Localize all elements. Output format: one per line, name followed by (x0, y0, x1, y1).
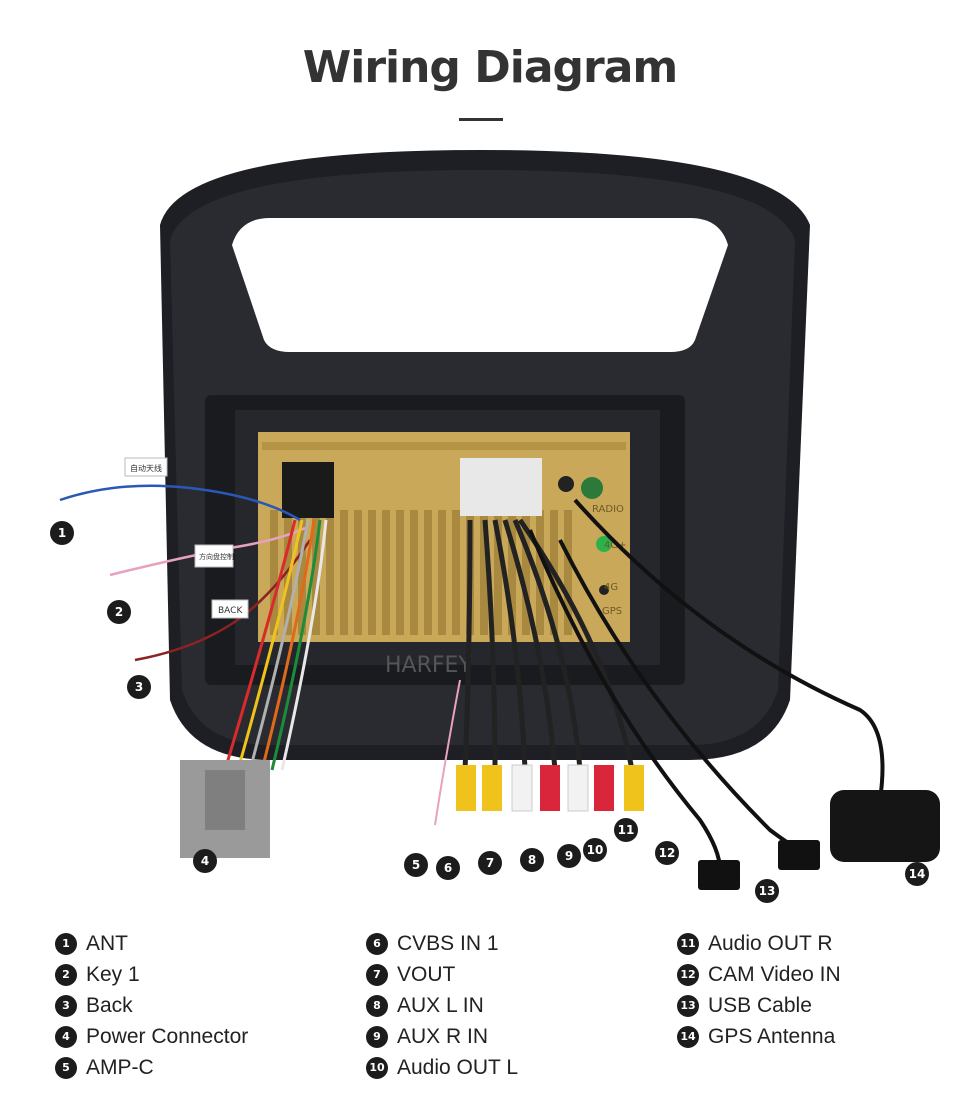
legend-label: AUX R IN (397, 1024, 489, 1048)
legend-number: 5 (55, 1056, 77, 1079)
gps-antenna (830, 790, 940, 862)
callout-12: 12 (655, 841, 679, 865)
legend-label: CVBS IN 1 (397, 931, 499, 955)
rca-cable-bundle (462, 518, 635, 771)
legend-item: 11 Audio OUT R (677, 928, 841, 959)
legend-item: 2 Key 1 (55, 959, 248, 990)
callout-14: 14 (905, 862, 929, 886)
legend-column-2: 6 CVBS IN 1 7 VOUT 8 AUX L IN 9 AUX R IN 10 A… (366, 928, 518, 1083)
svg-text:4G+: 4G+ (604, 540, 627, 551)
legend-item: 1 ANT (55, 928, 248, 959)
svg-text:BACK: BACK (218, 606, 243, 616)
left-wire-tags: 自动天线 方向盘控制 BACK (124, 457, 249, 619)
callout-9: 9 (557, 844, 581, 868)
legend-item: 10 Audio OUT L (366, 1052, 518, 1083)
legend-label: GPS Antenna (708, 1024, 836, 1048)
legend-column-1: 1 ANT 2 Key 1 3 Back 4 Power Connector 5 AMP-… (55, 928, 248, 1083)
legend-number: 2 (55, 963, 77, 986)
callout-5: 5 (404, 853, 428, 877)
callout-11: 11 (614, 818, 638, 842)
callout-7: 7 (478, 851, 502, 875)
legend-number: 6 (366, 932, 388, 955)
legend-number: 3 (55, 994, 77, 1017)
legend-item: 12 CAM Video IN (677, 959, 841, 990)
rca-plugs (434, 679, 644, 826)
legend-label: ANT (86, 931, 128, 955)
svg-text:自动天线: 自动天线 (130, 463, 162, 473)
callout-3: 3 (127, 675, 151, 699)
svg-text:HARFEY: HARFEY (385, 653, 472, 678)
callout-8: 8 (520, 848, 544, 872)
svg-text:RADIO: RADIO (592, 504, 624, 515)
legend-item: 9 AUX R IN (366, 1021, 518, 1052)
callout-2: 2 (107, 600, 131, 624)
legend-item: 8 AUX L IN (366, 990, 518, 1021)
legend-item: 3 Back (55, 990, 248, 1021)
legend-number: 7 (366, 963, 388, 986)
legend-item: 14 GPS Antenna (677, 1021, 841, 1052)
callout-4: 4 (193, 849, 217, 873)
legend-item: 13 USB Cable (677, 990, 841, 1021)
legend-label: Power Connector (86, 1024, 249, 1048)
legend-column-3: 11 Audio OUT R 12 CAM Video IN 13 USB Cable… (677, 928, 841, 1052)
legend-number: 10 (366, 1056, 388, 1079)
svg-text:4G: 4G (604, 582, 618, 593)
legend-label: CAM Video IN (708, 962, 841, 986)
legend-item: 7 VOUT (366, 959, 518, 990)
legend-label: Audio OUT L (397, 1055, 519, 1079)
legend-number: 14 (677, 1025, 699, 1048)
legend-number: 1 (55, 932, 77, 955)
legend-label: VOUT (397, 962, 456, 986)
callout-13: 13 (755, 879, 779, 903)
svg-text:GPS: GPS (602, 606, 622, 617)
legend-item: 4 Power Connector (55, 1021, 248, 1052)
legend-label: Back (86, 993, 133, 1017)
power-harness-wires (223, 519, 328, 771)
callout-1: 1 (50, 521, 74, 545)
usb-connectors (698, 840, 820, 890)
legend-number: 8 (366, 994, 388, 1017)
legend-label: Audio OUT R (708, 931, 833, 955)
legend-label: USB Cable (708, 993, 812, 1017)
legend-label: AMP-C (86, 1055, 154, 1079)
legend-item: 6 CVBS IN 1 (366, 928, 518, 959)
wiring-diagram-illustration: RADIO 4G+ 4G GPS HARFEY 自动天线 方向盘控制 BACK (59, 150, 940, 890)
power-connector (180, 760, 270, 858)
legend: 1 ANT 2 Key 1 3 Back 4 Power Connector 5 AMP-… (0, 928, 980, 1088)
svg-text:方向盘控制: 方向盘控制 (199, 552, 234, 561)
legend-label: Key 1 (86, 962, 140, 986)
legend-label: AUX L IN (397, 993, 484, 1017)
legend-number: 11 (677, 932, 699, 955)
legend-number: 4 (55, 1025, 77, 1048)
callout-6: 6 (436, 856, 460, 880)
legend-item: 5 AMP-C (55, 1052, 248, 1083)
page-title: Wiring Diagram (302, 42, 679, 93)
legend-number: 12 (677, 963, 699, 986)
legend-number: 9 (366, 1025, 388, 1048)
title-underline (459, 118, 503, 121)
callout-10: 10 (583, 838, 607, 862)
legend-number: 13 (677, 994, 699, 1017)
